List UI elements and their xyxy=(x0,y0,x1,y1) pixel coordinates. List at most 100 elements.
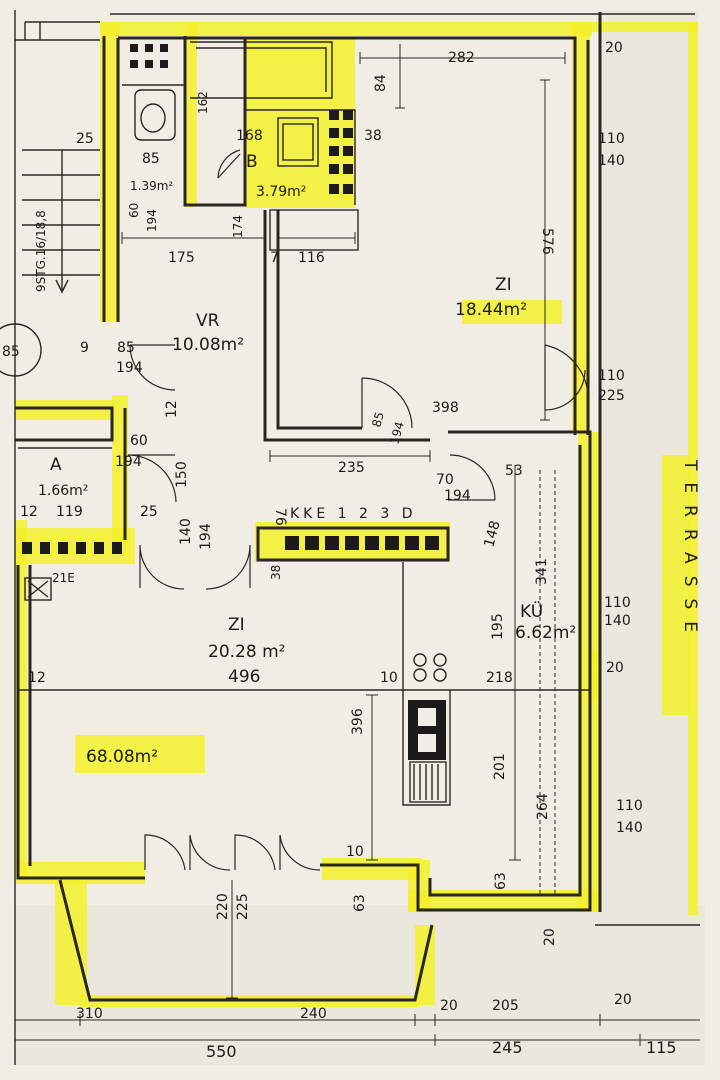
dim-7: 7 xyxy=(270,250,279,266)
dim-76: 76 xyxy=(272,508,288,526)
dim-140-b: 140 xyxy=(178,518,194,545)
dim-20-d: 20 xyxy=(440,998,458,1014)
dim-70: 70 xyxy=(436,472,454,488)
e-mark-label: 21E xyxy=(52,571,75,585)
dim-264: 264 xyxy=(535,793,551,820)
dim-20-e: 20 xyxy=(614,992,632,1008)
lower-outdoor-area xyxy=(15,905,705,1065)
column-circle xyxy=(0,323,42,377)
walls xyxy=(15,12,602,1002)
stove-burner-4 xyxy=(433,668,447,682)
dim-60-a: 60 xyxy=(127,203,141,218)
dim-195: 195 xyxy=(490,613,506,640)
dim-9: 9 xyxy=(80,340,89,356)
dim-140-a: 140 xyxy=(598,153,625,169)
dim-116: 116 xyxy=(298,250,325,266)
dim-10-b: 10 xyxy=(346,844,364,860)
dim-245: 245 xyxy=(492,1038,523,1057)
terrasse-label: TERRASSE xyxy=(680,459,700,644)
dim-282: 282 xyxy=(448,50,475,66)
room-vr-label: VR xyxy=(196,311,220,331)
dim-218: 218 xyxy=(486,670,513,686)
dim-119: 119 xyxy=(56,504,83,520)
dim-150: 150 xyxy=(174,461,190,488)
stove-burner-1 xyxy=(413,653,427,667)
room-zi-top-area: 18.44m² xyxy=(455,300,527,320)
dim-341: 341 xyxy=(534,558,550,585)
dim-85-b: 85 xyxy=(117,340,135,356)
doors xyxy=(127,149,589,871)
dim-53: 53 xyxy=(505,463,523,479)
dim-194-a: 194 xyxy=(145,209,159,232)
total-area: 68.08m² xyxy=(86,747,158,767)
dim-20-c: 20 xyxy=(542,928,558,946)
circle-label: 85 xyxy=(2,344,20,360)
dim-576: 576 xyxy=(539,228,555,255)
dim-194-b: 194 xyxy=(116,360,143,376)
room-zi-top-label: ZI xyxy=(495,275,512,295)
room-b-area: 3.79m² xyxy=(256,184,306,200)
fixtures xyxy=(0,89,447,803)
dimension-labels: 282 84 20 110 140 576 38 168 162 25 85 6… xyxy=(20,40,677,1061)
toilet xyxy=(134,89,176,141)
room-a-area: 1.66m² xyxy=(38,483,88,499)
dim-140-d: 140 xyxy=(616,820,643,836)
room-zi-main-label: ZI xyxy=(228,615,245,635)
meter-box xyxy=(24,577,52,601)
dim-140-c: 140 xyxy=(604,613,631,629)
dim-168: 168 xyxy=(236,128,263,144)
dim-20-top: 20 xyxy=(605,40,623,56)
stair-label: 9STG.16/18,8 xyxy=(34,210,48,292)
dim-396: 396 xyxy=(350,708,366,735)
dim-194-f: 194 xyxy=(198,523,214,550)
room-wc-area: 1.39m² xyxy=(130,179,173,193)
dim-148: 148 xyxy=(481,519,503,549)
room-zi-main-area: 20.28 m² xyxy=(208,642,285,662)
dim-205: 205 xyxy=(492,998,519,1014)
stove-burner-2 xyxy=(433,653,447,667)
dim-85-c: 85 xyxy=(369,410,386,428)
dim-235: 235 xyxy=(338,460,365,476)
dim-175: 175 xyxy=(168,250,195,266)
bath-fixture xyxy=(269,209,359,251)
stove-burner-3 xyxy=(413,668,427,682)
dim-240: 240 xyxy=(300,1006,327,1022)
room-zi-main-width: 496 xyxy=(228,667,260,687)
tile-marks xyxy=(22,44,439,554)
dim-194-d: 194 xyxy=(115,454,142,470)
dim-60-b: 60 xyxy=(130,433,148,449)
dim-550: 550 xyxy=(206,1042,237,1061)
room-a-label: A xyxy=(50,455,62,475)
dim-25-a: 25 xyxy=(76,131,94,147)
room-labels: ZI 18.44m² ZI 20.28 m² 496 VR 10.08m² KÜ… xyxy=(2,152,700,767)
drainboard xyxy=(409,761,447,803)
dim-38-b: 38 xyxy=(269,565,283,580)
dim-63-b: 63 xyxy=(493,872,509,890)
dim-194-e: 194 xyxy=(444,488,471,504)
dim-12-a: 12 xyxy=(164,400,180,418)
dim-220: 220 xyxy=(215,893,231,920)
dim-63-a: 63 xyxy=(352,894,368,912)
room-b-label: B xyxy=(246,152,258,172)
dim-162: 162 xyxy=(196,91,210,114)
dim-25-b: 25 xyxy=(140,504,158,520)
dim-115: 115 xyxy=(646,1038,677,1057)
dim-110-a: 110 xyxy=(598,131,625,147)
dim-110-b: 110 xyxy=(598,368,625,384)
dim-110-d: 110 xyxy=(616,798,643,814)
dim-310: 310 xyxy=(76,1006,103,1022)
room-kue-label: KÜ xyxy=(520,600,543,622)
dim-201: 201 xyxy=(492,753,508,780)
dim-20-b: 20 xyxy=(606,660,624,676)
room-kue-area: 6.62m² xyxy=(515,623,576,643)
dimension-lines xyxy=(15,44,700,1046)
dim-12-c: 12 xyxy=(28,670,46,686)
dim-12-b: 12 xyxy=(20,504,38,520)
dim-38: 38 xyxy=(364,128,382,144)
room-vr-area: 10.08m² xyxy=(172,335,244,355)
dim-174: 174 xyxy=(231,215,245,238)
kke-label: KKE 1 2 3 D xyxy=(290,506,417,522)
dim-85-a: 85 xyxy=(142,151,160,167)
